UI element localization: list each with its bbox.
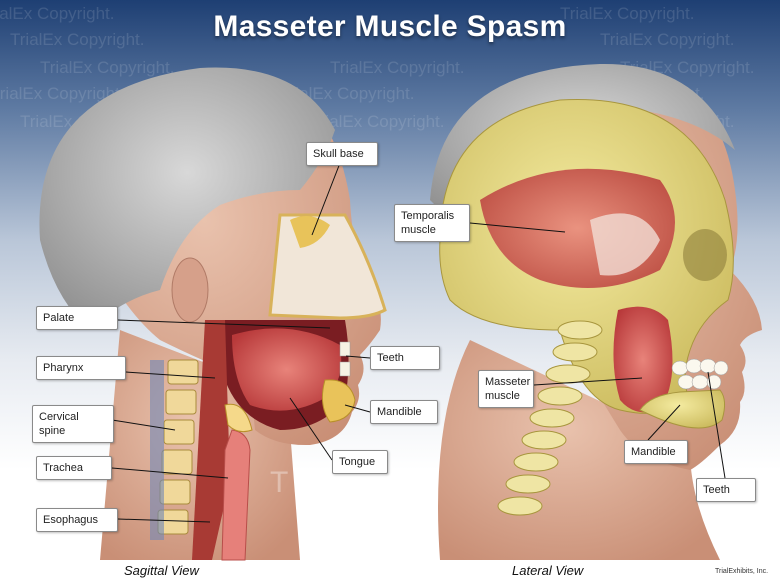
watermark-text: TrialEx Copyright. [560, 4, 695, 23]
label-masseter: Masseter muscle [478, 370, 534, 408]
cervical-spine [150, 359, 199, 540]
lateral-cervical-spine [497, 320, 603, 516]
watermark-text: TrialEx Copyright. [0, 4, 115, 23]
watermark-text: TrialEx Copyright. [310, 112, 445, 131]
label-temporalis: Temporalis muscle [394, 204, 470, 242]
watermark-text: TrialEx Copyright. [600, 30, 735, 49]
label-mandible-sagittal: Mandible [370, 400, 438, 424]
label-teeth-sagittal: Teeth [370, 346, 440, 370]
label-mandible-lateral: Mandible [624, 440, 688, 464]
label-palate: Palate [36, 306, 118, 330]
label-cervical-spine: Cervical spine [32, 405, 114, 443]
label-trachea: Trachea [36, 456, 112, 480]
label-skull-base: Skull base [306, 142, 378, 166]
label-teeth-lateral: Teeth [696, 478, 756, 502]
watermark-text: TrialEx Copyright. [330, 58, 465, 77]
watermark-text: TrialEx Copyright. [10, 30, 145, 49]
watermark-text: TrialEx Copyright. [40, 58, 175, 77]
caption-lateral: Lateral View [512, 563, 584, 578]
leader-lines [111, 162, 726, 523]
title-bar: Masseter Muscle Spasm [0, 0, 780, 52]
sagittal-head [39, 67, 387, 561]
label-pharynx: Pharynx [36, 356, 126, 380]
footer-logo: TrialExhibits, Inc. [715, 568, 769, 575]
label-tongue: Tongue [332, 450, 388, 474]
watermark-text: TrialEx Copyright. [0, 84, 125, 103]
page-title: Masseter Muscle Spasm [213, 10, 567, 43]
lateral-head [430, 63, 762, 560]
label-esophagus: Esophagus [36, 508, 118, 532]
caption-sagittal: Sagittal View [124, 563, 199, 578]
watermark-text: TrialEx Copyright. [280, 84, 415, 103]
